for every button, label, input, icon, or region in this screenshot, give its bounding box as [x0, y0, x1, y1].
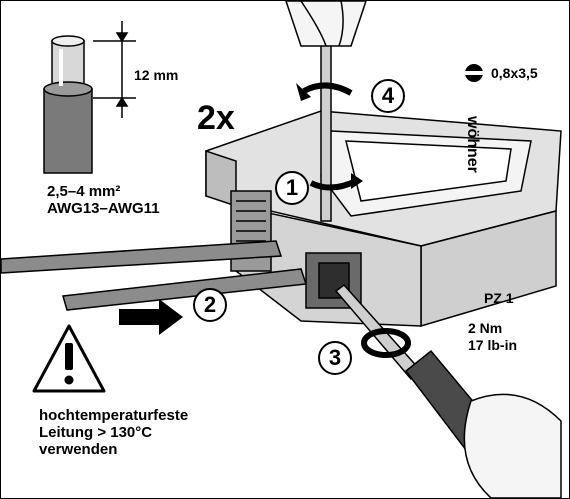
brand-logo: wöhner: [464, 116, 481, 173]
torque-lbin: 17 lb-in: [468, 337, 518, 353]
rotate-arrow-1-head: [351, 173, 363, 189]
warning-line-2: Leitung > 130°C: [39, 424, 153, 441]
terminal-housing: [205, 110, 562, 328]
rotate-arrow-4: [302, 82, 353, 96]
strip-length-dimension: [93, 21, 136, 118]
step-2-marker: 2: [193, 288, 227, 322]
wire-size-awg: AWG13–AWG11: [47, 200, 160, 217]
warning-triangle-icon: [32, 324, 106, 393]
rotate-arrow-3: [361, 328, 411, 358]
warning-line-1: hochtemperaturfeste: [39, 407, 189, 424]
quantity-label: 2x: [197, 99, 235, 137]
torque-nm: 2 Nm: [468, 320, 503, 336]
wires: [1, 240, 308, 311]
upper-screwdriver: [285, 1, 367, 222]
insert-arrow: [119, 299, 183, 335]
lower-screwdriver: [334, 283, 562, 498]
slotted-screw-icon: [465, 64, 483, 82]
strip-length-label: 12 mm: [134, 67, 179, 83]
phillips-size: PZ 1: [484, 290, 514, 306]
stripped-wire-illustration: [43, 35, 93, 174]
step-4-marker: 4: [371, 79, 405, 113]
warning-line-3: verwenden: [39, 441, 118, 458]
slot-screwdriver-size: 0,8x3,5: [491, 65, 538, 81]
step-1-marker: 1: [275, 171, 309, 205]
rotate-arrow-4-head: [296, 83, 311, 101]
step-3-marker: 3: [318, 341, 352, 375]
wire-size-mm: 2,5–4 mm²: [47, 183, 121, 200]
